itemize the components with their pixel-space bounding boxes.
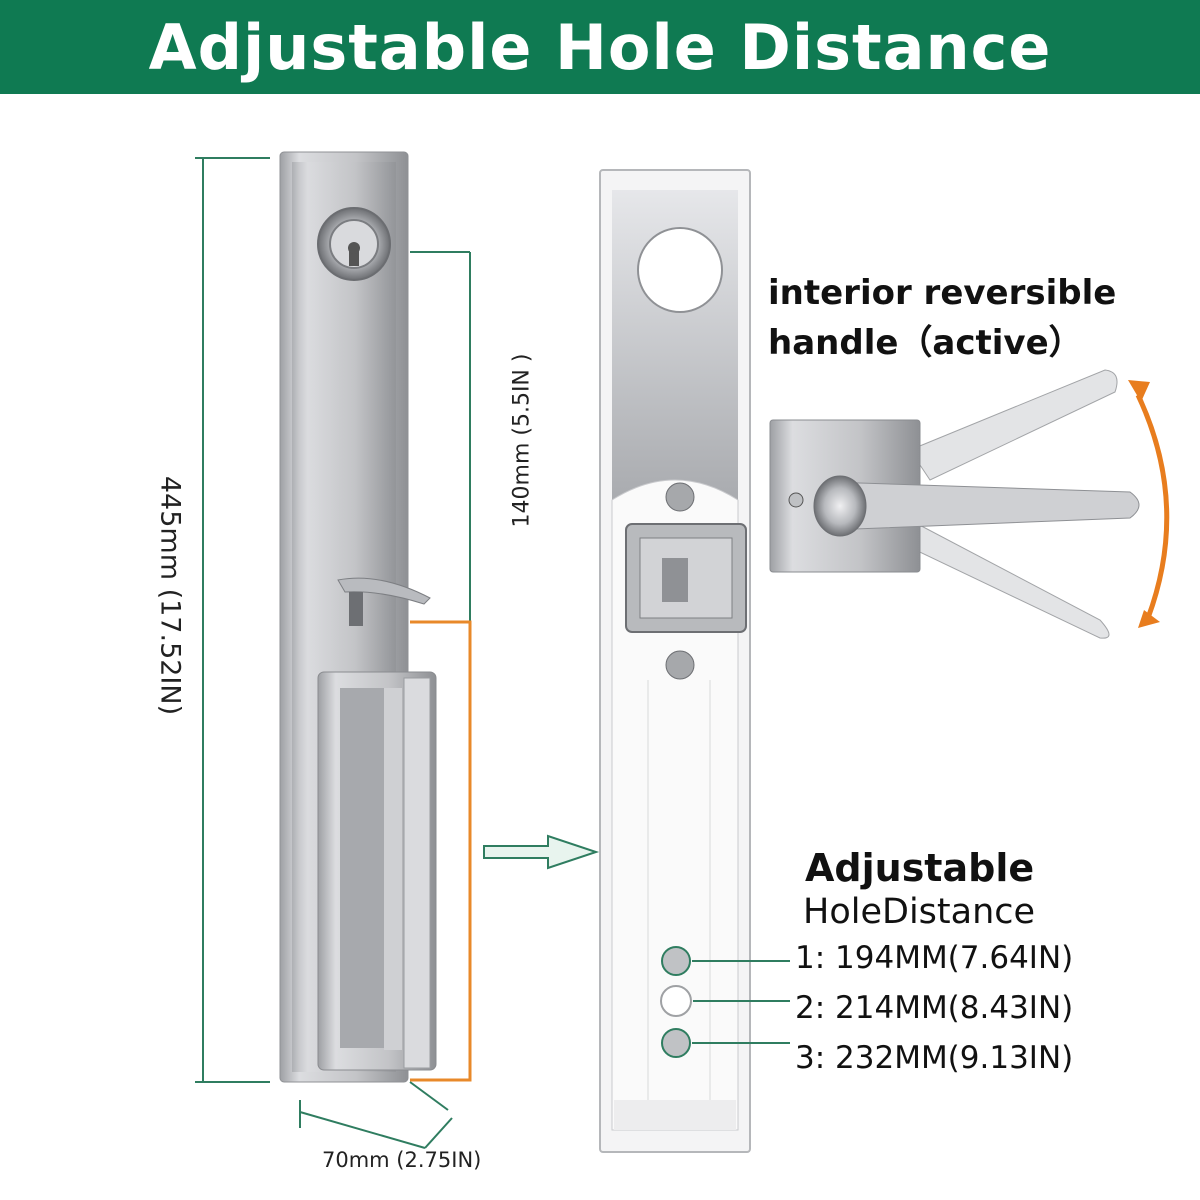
grip-handle [317,671,437,1071]
rotation-arrow-icon [1128,380,1170,628]
hole-option-2: 2: 214MM(8.43IN) [795,990,1074,1026]
upper-screw-icon [665,482,695,512]
banner-title: Adjustable Hole Distance [148,10,1052,84]
hole-1-screw-icon [661,946,691,976]
hole-2-empty-icon [660,985,692,1017]
right-arrow-icon [483,834,600,870]
thumb-lever [337,577,431,626]
height-dimension-line [195,157,270,1083]
hole-option-1: 1: 194MM(7.64IN) [795,940,1074,976]
height-dimension-label: 445mm (17.52IN) [154,475,186,716]
deadbolt-cylinder [317,207,391,281]
adjustable-subtitle: HoleDistance [803,892,1036,932]
cylinder-hole [637,227,723,313]
spacing-dimension-label: 140mm (5.5IN ) [509,353,535,528]
handle-caption-line1: interior reversible [768,273,1117,313]
lower-screw-icon [665,650,695,680]
latch-mechanism [625,523,747,633]
handle-caption-line2: handle（active） [768,323,1083,363]
width-dimension-line [299,1081,453,1149]
handle-caption: interior reversible handle（active） [768,268,1116,368]
interior-lever-handle [769,369,1140,639]
hole-option-3: 3: 232MM(9.13IN) [795,1040,1074,1076]
adjustable-hole-markers [660,946,790,1058]
spacing-dimension-line [410,251,471,622]
handle-highlight-bracket [410,620,472,1082]
title-banner: Adjustable Hole Distance [0,0,1200,94]
adjustable-title: Adjustable [805,846,1035,890]
width-dimension-label: 70mm (2.75IN) [322,1148,482,1172]
hole-3-screw-icon [661,1028,691,1058]
